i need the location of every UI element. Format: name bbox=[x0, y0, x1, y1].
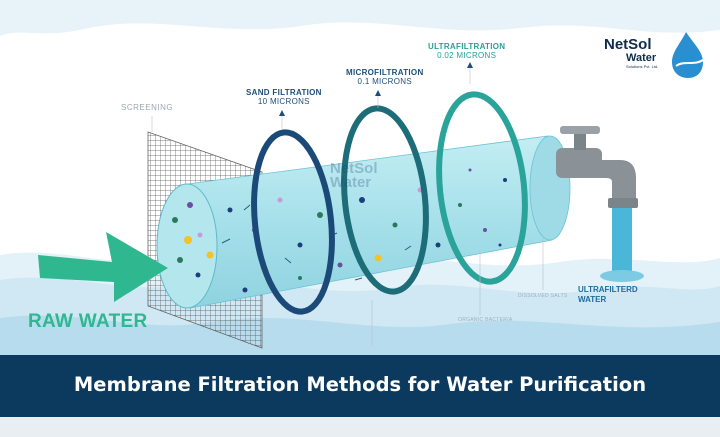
dissolved-salts-label: DISSOLVED SALTS bbox=[518, 293, 568, 299]
ultrafiltered-water-line1: ULTRAFILTERD bbox=[578, 285, 638, 294]
raw-water-label: RAW WATER bbox=[28, 311, 148, 332]
logo-name: NetSol bbox=[604, 36, 652, 53]
ultrafiltration-label: ULTRAFILTRATION 0.02 MICRONS bbox=[428, 42, 505, 60]
logo-tagline: Solutions Pvt. Ltd. bbox=[626, 64, 659, 69]
screening-label: SCREENING bbox=[121, 103, 174, 112]
ultrafiltered-water-line2: WATER bbox=[578, 294, 607, 304]
title-banner bbox=[0, 355, 720, 417]
ultrafiltration-title: ULTRAFILTRATION bbox=[428, 42, 506, 51]
faucet bbox=[556, 126, 638, 208]
watermark-line1: NetSol bbox=[330, 160, 378, 177]
microfiltration-title: MICROFILTRATION bbox=[346, 68, 424, 77]
organic-bacteria-label: ORGANIC BACTERIA bbox=[458, 317, 513, 323]
sand-filtration-ring bbox=[251, 129, 335, 315]
ultrafiltration-detail: 0.02 MICRONS bbox=[437, 51, 497, 61]
logo-subtitle: Water bbox=[626, 52, 657, 64]
page-title: Membrane Filtration Methods for Water Pu… bbox=[73, 373, 647, 396]
leader-arrowheads bbox=[279, 62, 473, 116]
ultrafiltered-water-label: ULTRAFILTERD WATER bbox=[578, 285, 638, 304]
ultrafiltration-ring bbox=[436, 91, 528, 285]
microfiltration-ring bbox=[341, 105, 429, 295]
microfiltration-detail: 0.1 MICRONS bbox=[357, 77, 412, 87]
watermark: NetSol Water bbox=[330, 160, 378, 192]
bottom-strip bbox=[0, 417, 720, 437]
water-stream bbox=[600, 208, 644, 282]
microfiltration-label: MICROFILTRATION 0.1 MICRONS bbox=[346, 68, 424, 86]
raw-water-arrow bbox=[38, 232, 168, 302]
filtration-pipe bbox=[156, 135, 571, 309]
filtration-rings bbox=[251, 91, 528, 315]
logo-drop-icon bbox=[672, 32, 704, 78]
sand-filtration-title: SAND FILTRATION bbox=[246, 88, 322, 97]
watermark-line2: Water bbox=[330, 174, 372, 192]
sand-filtration-label: SAND FILTRATION 10 MICRONS bbox=[246, 88, 322, 106]
sand-filtration-detail: 10 MICRONS bbox=[257, 97, 310, 107]
